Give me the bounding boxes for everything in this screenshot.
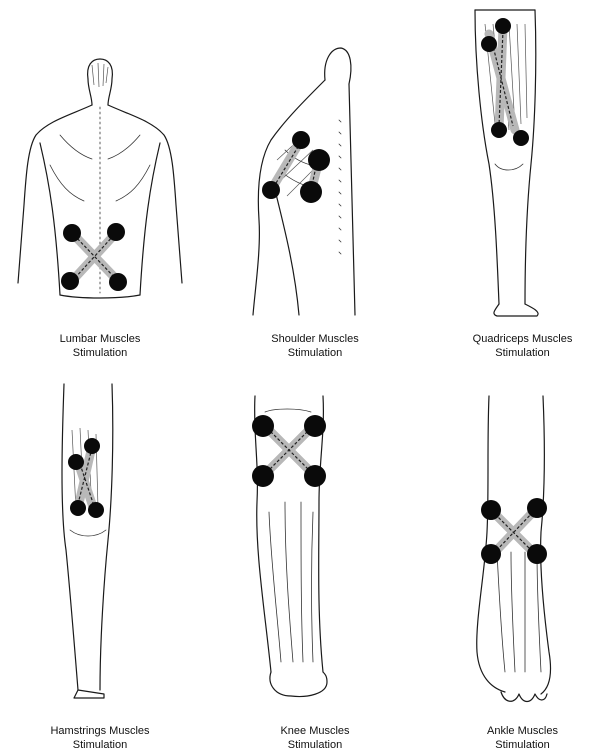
ankle-foot-illustration	[445, 392, 600, 704]
caption-knee: Knee Muscles Stimulation	[215, 724, 415, 752]
shoulder-illustration	[215, 40, 415, 320]
quadriceps-leg-illustration	[445, 4, 600, 324]
panel-knee: Knee Muscles Stimulation	[215, 392, 415, 749]
caption-ankle-line1: Ankle Muscles	[445, 724, 600, 738]
caption-hamstrings-line2: Stimulation	[0, 738, 200, 752]
panel-hamstrings: Hamstrings Muscles Stimulation	[0, 380, 200, 749]
caption-hamstrings-line1: Hamstrings Muscles	[0, 724, 200, 738]
caption-quadriceps-line2: Stimulation	[445, 346, 600, 360]
caption-knee-line1: Knee Muscles	[215, 724, 415, 738]
caption-shoulder: Shoulder Muscles Stimulation	[215, 332, 415, 360]
lumbar-back-illustration	[0, 55, 200, 305]
panel-shoulder: Shoulder Muscles Stimulation	[215, 40, 415, 365]
caption-shoulder-line2: Stimulation	[215, 346, 415, 360]
panel-ankle: Ankle Muscles Stimulation	[445, 392, 600, 749]
caption-knee-line2: Stimulation	[215, 738, 415, 752]
caption-shoulder-line1: Shoulder Muscles	[215, 332, 415, 346]
knee-leg-illustration	[215, 392, 415, 704]
panel-lumbar: Lumbar Muscles Stimulation	[0, 55, 200, 365]
caption-ankle-line2: Stimulation	[445, 738, 600, 752]
caption-quadriceps: Quadriceps Muscles Stimulation	[445, 332, 600, 360]
caption-lumbar-line1: Lumbar Muscles	[0, 332, 200, 346]
caption-hamstrings: Hamstrings Muscles Stimulation	[0, 724, 200, 752]
caption-quadriceps-line1: Quadriceps Muscles	[445, 332, 600, 346]
hamstrings-leg-illustration	[0, 380, 200, 700]
caption-lumbar-line2: Stimulation	[0, 346, 200, 360]
caption-lumbar: Lumbar Muscles Stimulation	[0, 332, 200, 360]
panel-quadriceps: Quadriceps Muscles Stimulation	[445, 4, 600, 365]
caption-ankle: Ankle Muscles Stimulation	[445, 724, 600, 752]
